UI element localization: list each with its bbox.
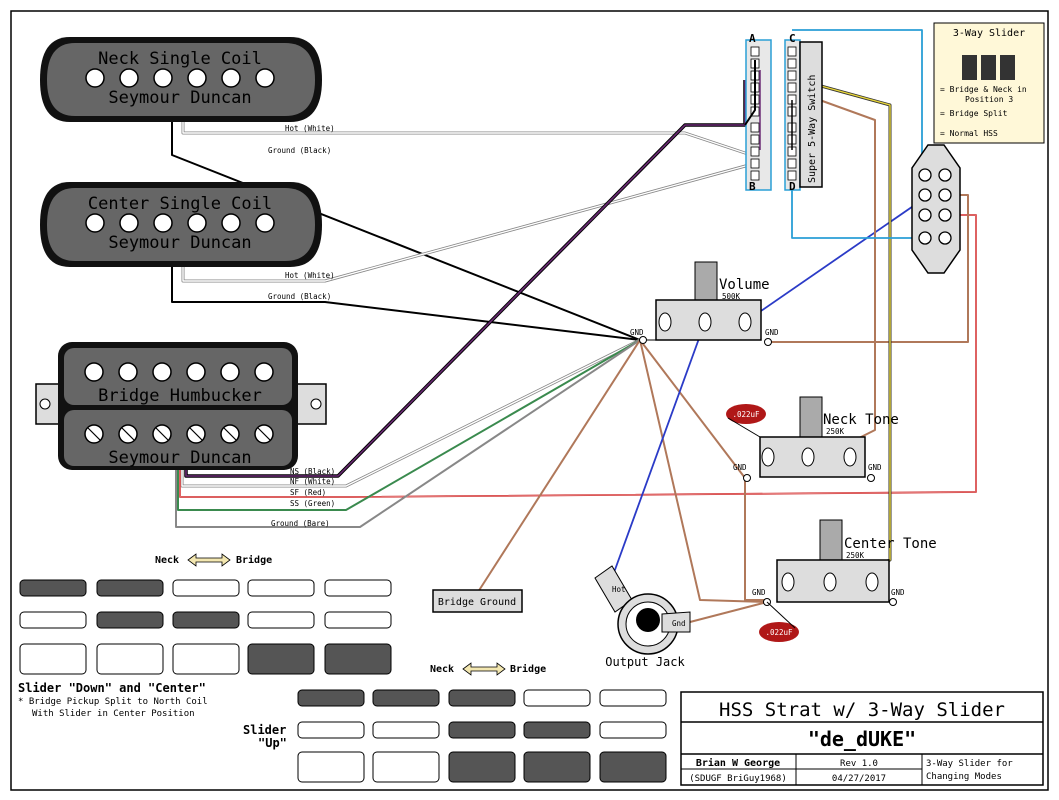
neck-pickup-name: Neck Single Coil bbox=[98, 49, 262, 69]
caption-2: * Bridge Pickup Split to North Coil bbox=[18, 697, 208, 707]
neck-tone-gnd-left: GND bbox=[733, 463, 747, 472]
bare-label: Ground (Bare) bbox=[271, 519, 330, 528]
legend-title: 3-Way Slider bbox=[953, 28, 1025, 39]
bridge-pickup-brand: Seymour Duncan bbox=[108, 448, 251, 468]
volume-label: Volume bbox=[719, 277, 770, 293]
center-hot-label: Hot (White) bbox=[285, 271, 335, 280]
author-text: Brian W George bbox=[696, 757, 780, 769]
center-tone-value: 250K bbox=[846, 551, 865, 560]
handle-text: (SDUGF BriGuy1968) bbox=[689, 774, 787, 784]
center-tone-label: Center Tone bbox=[844, 536, 937, 552]
legend-item-2: Position 3 bbox=[965, 95, 1013, 104]
up-label-2: "Up" bbox=[258, 736, 287, 750]
modes-neck-label: Neck bbox=[155, 555, 179, 566]
modes2-neck-label: Neck bbox=[430, 664, 454, 675]
volume-gnd-left: GND bbox=[630, 328, 644, 337]
note-2: Changing Modes bbox=[926, 772, 1002, 782]
center-pickup: Center Single Coil Seymour Duncan bbox=[40, 182, 322, 267]
mode-chart-up: Neck Bridge Slider "Up" bbox=[243, 662, 667, 783]
five-way-switch: Super 5-Way Switch A B C D bbox=[744, 32, 823, 193]
bridge-ground-label: Bridge Ground bbox=[438, 597, 516, 608]
pole-d: D bbox=[789, 180, 796, 193]
caption-1: Slider "Down" and "Center" bbox=[18, 681, 206, 695]
output-jack: Hot Gnd Output Jack bbox=[594, 565, 691, 669]
center-pickup-name: Center Single Coil bbox=[88, 194, 272, 214]
three-way-slider bbox=[911, 144, 961, 274]
title-block: HSS Strat w/ 3-Way Slider "de_dUKE" Bria… bbox=[680, 691, 1044, 786]
note-1: 3-Way Slider for bbox=[926, 759, 1013, 769]
nf-label: NF (White) bbox=[290, 477, 335, 486]
bridge-pickup: Bridge Humbucker Seymour Duncan bbox=[35, 342, 327, 470]
neck-tone-pot: Neck Tone 250K GND GND .022uF bbox=[726, 396, 899, 482]
sf-label: SF (Red) bbox=[290, 488, 326, 497]
pole-b: B bbox=[749, 180, 756, 193]
title-text: HSS Strat w/ 3-Way Slider bbox=[719, 699, 1005, 721]
neck-tone-value: 250K bbox=[826, 427, 845, 436]
center-tone-pot: Center Tone 250K GND GND .022uF bbox=[752, 519, 937, 642]
jack-hot-label: Hot bbox=[612, 585, 626, 594]
caption-3: With Slider in Center Position bbox=[32, 709, 195, 719]
rev-text: Rev 1.0 bbox=[840, 759, 878, 769]
center-tone-gnd-right: GND bbox=[891, 588, 905, 597]
jack-label: Output Jack bbox=[605, 655, 685, 669]
neck-tone-cap bbox=[726, 404, 766, 424]
neck-tone-gnd-right: GND bbox=[868, 463, 882, 472]
neck-ground-label: Ground (Black) bbox=[268, 146, 331, 155]
pole-c: C bbox=[789, 32, 796, 45]
legend-item-3: = Bridge Split bbox=[940, 109, 1008, 118]
modes2-bridge-label: Bridge bbox=[510, 663, 546, 675]
arrow-icon bbox=[187, 553, 231, 567]
pole-a: A bbox=[749, 32, 756, 45]
wires bbox=[171, 29, 977, 623]
neck-tone-label: Neck Tone bbox=[823, 412, 899, 428]
neck-pickup-brand: Seymour Duncan bbox=[108, 88, 251, 108]
neck-pickup: Neck Single Coil Seymour Duncan bbox=[40, 37, 322, 122]
center-cap-value: .022uF bbox=[765, 628, 793, 637]
wire-labels: Hot (White) Ground (Black) Hot (White) G… bbox=[268, 124, 335, 528]
ns-label: NS (Black) bbox=[290, 467, 335, 476]
center-pickup-brand: Seymour Duncan bbox=[108, 233, 251, 253]
legend-item-1: = Bridge & Neck in bbox=[940, 85, 1027, 94]
jack-gnd-label: Gnd bbox=[672, 619, 686, 628]
center-ground-label: Ground (Black) bbox=[268, 292, 331, 301]
volume-pot: Volume 500K GND GND bbox=[630, 261, 779, 346]
up-label-1: Slider bbox=[243, 723, 286, 737]
center-tone-cap bbox=[759, 622, 799, 642]
arrow2-icon bbox=[462, 662, 506, 676]
bridge-ground: Bridge Ground bbox=[432, 589, 523, 613]
legend-item-4: = Normal HSS bbox=[940, 129, 998, 138]
date-text: 04/27/2017 bbox=[832, 774, 886, 784]
switch-name: Super 5-Way Switch bbox=[807, 75, 818, 183]
nickname-text: "de_dUKE" bbox=[808, 727, 916, 751]
modes-bridge-label: Bridge bbox=[236, 554, 272, 566]
bridge-pickup-name: Bridge Humbucker bbox=[98, 386, 262, 406]
center-tone-gnd-left: GND bbox=[752, 588, 766, 597]
neck-hot-label: Hot (White) bbox=[285, 124, 335, 133]
ss-label: SS (Green) bbox=[290, 499, 335, 508]
neck-cap-value: .022uF bbox=[732, 410, 760, 419]
mode-chart-down-center: Neck Bridge Slider "Down" and "Center" *… bbox=[18, 553, 392, 719]
slider-legend: 3-Way Slider = Bridge & Neck in Position… bbox=[933, 22, 1045, 144]
volume-gnd-right: GND bbox=[765, 328, 779, 337]
volume-value: 500K bbox=[722, 292, 741, 301]
